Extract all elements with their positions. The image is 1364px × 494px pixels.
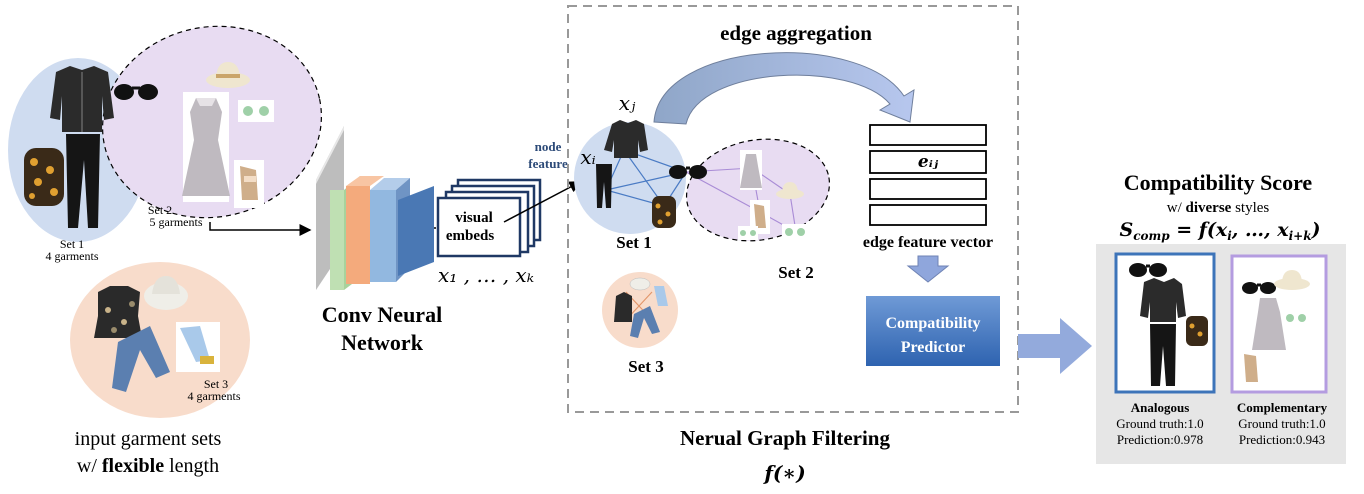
- dress-icon: [182, 92, 230, 202]
- earrings-icon: [782, 224, 808, 240]
- edge-feature-vector-label: edge feature vector: [863, 234, 993, 251]
- edge-aggregation-arrow: [653, 52, 915, 125]
- compatibility-predictor-box: [866, 296, 1000, 366]
- trousers-icon: [66, 134, 100, 228]
- sandals-icon: [234, 160, 264, 208]
- backpack-icon: [652, 196, 676, 228]
- cnn-block: Conv Neural Network: [316, 126, 442, 355]
- visual-embeds-line1: visual: [455, 210, 493, 226]
- backpack-icon: [24, 148, 64, 206]
- set3-name: Set 3: [204, 377, 228, 391]
- top-icon: [94, 286, 142, 338]
- eij-label: eᵢⱼ: [918, 152, 939, 172]
- visual-embeds-stack: visual embeds: [436, 178, 542, 258]
- sunglasses-icon: [1129, 263, 1167, 277]
- hat-icon: [776, 182, 804, 199]
- jeans-icon: [630, 306, 660, 338]
- xi-label: xᵢ: [580, 145, 595, 169]
- embeds-to-graph-arrow: [503, 181, 582, 223]
- dress-icon: [1252, 298, 1286, 350]
- hat-icon: [206, 62, 250, 88]
- jeans-icon: [112, 326, 170, 392]
- jacket-icon: [604, 120, 648, 158]
- backpack-icon: [1186, 316, 1208, 346]
- set2-count: 5 garments: [150, 215, 203, 229]
- visual-embeds-line2: embeds: [446, 228, 494, 244]
- trousers-icon: [596, 164, 612, 208]
- edge-feature-vector: [869, 124, 987, 226]
- graph-set3-label: Set 3: [628, 357, 663, 376]
- top-icon: [614, 292, 632, 322]
- score-title: Compatibility Score: [1124, 170, 1313, 195]
- node-feature-label-line2: feature: [528, 156, 568, 171]
- cnn-title-line2: Network: [341, 330, 424, 355]
- analogous-ground-truth: Ground truth:1.0: [1116, 416, 1203, 431]
- sunglasses-icon: [114, 84, 158, 100]
- hat-icon: [1274, 270, 1310, 290]
- sandals-icon: [1244, 354, 1258, 382]
- score-subtitle: w/ diverse styles: [1167, 200, 1270, 216]
- heels-icon: [176, 322, 220, 372]
- sunglasses-icon: [669, 165, 707, 179]
- graph-filtering-title: Nerual Graph Filtering: [680, 426, 890, 450]
- graph-set2-label: Set 2: [778, 263, 813, 282]
- graph-set1-label: Set 1: [616, 233, 651, 252]
- set1-name: Set 1: [60, 237, 84, 251]
- complementary-label: Complementary: [1237, 400, 1328, 415]
- earrings-icon: [1286, 314, 1306, 322]
- analogous-prediction: Prediction:0.978: [1117, 432, 1203, 447]
- trousers-icon: [1150, 324, 1176, 386]
- set2-name: Set 2: [148, 203, 172, 217]
- xj-label: xⱼ: [619, 91, 636, 115]
- graph-function: f(∗): [762, 461, 805, 485]
- input-to-cnn-arrow: [209, 222, 312, 236]
- score-formula: Scomp = f(xi, …, xi+k): [1119, 219, 1320, 243]
- earrings-icon: [738, 226, 758, 240]
- hat-icon: [144, 276, 188, 310]
- sandals-icon: [750, 200, 770, 234]
- sunglasses-icon: [1242, 282, 1276, 294]
- dress-icon: [740, 150, 762, 190]
- predictor-to-score-arrow: [1018, 318, 1092, 374]
- input-caption-line1: input garment sets: [75, 428, 222, 450]
- complementary-prediction: Prediction:0.943: [1239, 432, 1325, 447]
- heels-icon: [654, 286, 668, 306]
- edge-aggregation-label: edge aggregation: [720, 21, 872, 45]
- cnn-title-line1: Conv Neural: [322, 302, 442, 327]
- analogous-label: Analogous: [1131, 400, 1190, 415]
- input-caption-line2: w/ flexible length: [77, 455, 219, 477]
- hat-icon: [629, 277, 651, 291]
- jacket-icon: [50, 66, 114, 132]
- jacket-icon: [1140, 278, 1186, 322]
- set1-count: 4 garments: [46, 249, 99, 263]
- predictor-line1: Compatibility: [885, 315, 980, 332]
- complementary-ground-truth: Ground truth:1.0: [1238, 416, 1325, 431]
- embeds-variables: x₁ , … , xₖ: [438, 263, 534, 287]
- graph-filtering-box: [567, 5, 1019, 413]
- vector-to-predictor-arrow: [906, 255, 950, 283]
- predictor-line2: Predictor: [901, 339, 966, 356]
- node-feature-label-line1: node: [535, 139, 562, 154]
- set3-count: 4 garments: [188, 389, 241, 403]
- input-sets: Set 1 4 garments Set 2 5 garments Set 3 …: [8, 25, 322, 477]
- earrings-icon: [238, 100, 274, 122]
